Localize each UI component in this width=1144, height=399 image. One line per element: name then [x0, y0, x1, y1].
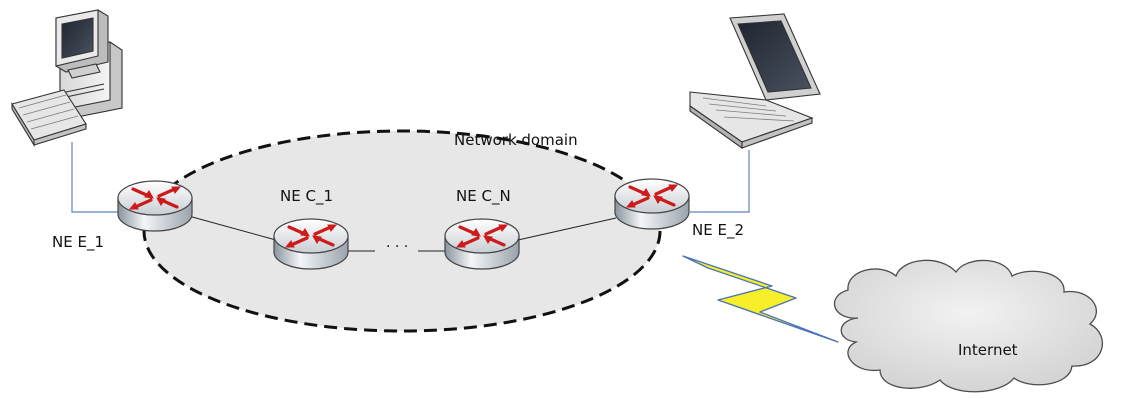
wireless-link-lightning-icon [682, 255, 839, 343]
link-cn-e2 [517, 217, 617, 241]
router-ne-c1-icon [272, 217, 350, 271]
network-domain-label: Network domain [454, 131, 578, 149]
laptop-computer-icon [689, 13, 821, 150]
router-ne-cn-icon [443, 217, 521, 271]
desktop-computer-icon [11, 9, 123, 147]
laptop-link [690, 150, 750, 213]
router-ne-e2-icon [613, 177, 691, 231]
ellipsis-label: · · · [386, 239, 409, 255]
router-ne-e1-icon [116, 179, 194, 233]
link-e1-c1 [184, 214, 277, 241]
internet-label: Internet [958, 341, 1018, 359]
node-label-ne-e2: NE E_2 [692, 221, 744, 239]
network-domain-ellipse [142, 129, 662, 333]
node-label-ne-e1: NE E_1 [52, 233, 104, 251]
internet-cloud-icon [833, 259, 1104, 393]
desktop-link [71, 142, 120, 213]
node-label-ne-cn: NE C_N [456, 187, 511, 205]
node-label-ne-c1: NE C_1 [280, 187, 333, 205]
